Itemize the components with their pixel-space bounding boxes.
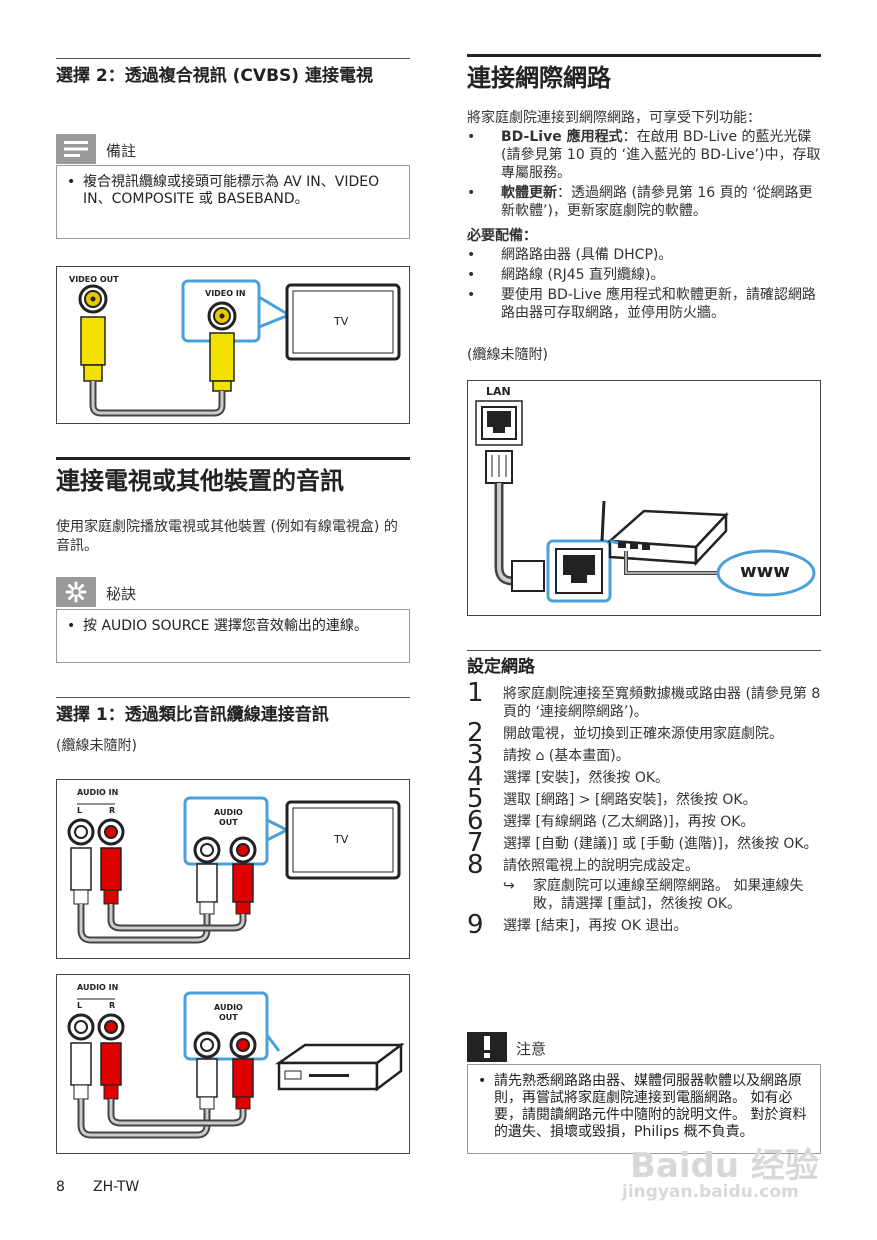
- option2-title: 選擇 2：透過複合視訊 (CVBS) 連接電視: [56, 66, 373, 86]
- step-number: 6: [467, 806, 484, 836]
- section-rule: [56, 457, 410, 460]
- step-number: 7: [467, 828, 484, 858]
- l-label: L: [77, 806, 83, 815]
- step-text: 選取 [網路] > [網路安裝]，然後按 OK。: [503, 792, 757, 808]
- feature-desc: ：在啟用 BD-Live 的藍光光碟 (請參見第 10 頁的 ‘進入藍光的 BD…: [501, 129, 821, 181]
- audio-in-label: AUDIO IN: [77, 983, 119, 992]
- step-text: 選擇 [自動 (建議)] 或 [手動 (進階)]，然後按 OK。: [503, 836, 818, 852]
- cvbs-diagram: VIDEO OUT VIDEO IN TV: [56, 266, 410, 424]
- requirement-text: 網路線 (RJ45 直列纜線)。: [501, 267, 665, 283]
- tip-box: •按 AUDIO SOURCE 選擇您音效輸出的連線。: [56, 609, 410, 663]
- tip-icon: [56, 577, 96, 607]
- www-label: www: [740, 561, 790, 582]
- feature-desc: ：透過網路 (請參見第 16 頁的 ‘從網路更新軟體’)，更新家庭劇院的軟體。: [501, 185, 813, 219]
- divider: [467, 650, 821, 651]
- step-number: 3: [467, 740, 484, 770]
- audio-device-diagram: AUDIO IN L R AUDIO OUT: [56, 974, 410, 1154]
- step-item: 2 開啟電視，並切換到正確來源使用家庭劇院。: [467, 720, 821, 746]
- step-text: 選擇 [結束]，再按 OK 退出。: [503, 918, 688, 934]
- audio-intro: 使用家庭劇院播放電視或其他裝置 (例如有線電視盒) 的音訊。: [56, 519, 398, 554]
- lan-label: LAN: [486, 385, 511, 398]
- feature-name: 軟體更新: [501, 185, 557, 201]
- feature-name: BD-Live 應用程式: [501, 129, 623, 145]
- section-rule: [467, 54, 821, 57]
- step-text: 請依照電視上的說明完成設定。: [503, 858, 699, 874]
- step-text: 選擇 [安裝]，然後按 OK。: [503, 770, 670, 786]
- l-label: L: [77, 1001, 83, 1010]
- step-item: 1 將家庭劇院連接至寬頻數據機或路由器 (請參見第 8 頁的 ‘連接網際網路’)。: [467, 680, 821, 721]
- divider: [56, 58, 410, 59]
- step-number: 2: [467, 718, 484, 748]
- list-item: •網路路由器 (具備 DHCP)。: [467, 247, 673, 263]
- step-item: 3 請按 ⌂ (基本畫面)。: [467, 742, 821, 768]
- note-text: 複合視訊纜線或接頭可能標示為 AV IN、VIDEO IN、COMPOSITE …: [83, 174, 380, 207]
- cable-note: (纜線未隨附): [467, 347, 548, 363]
- requirements-list: •網路路由器 (具備 DHCP)。 •網路線 (RJ45 直列纜線)。 •要使用…: [467, 246, 821, 324]
- audio-out-label: AUDIO: [214, 1003, 243, 1012]
- step-item: 8 請依照電視上的說明完成設定。 ↪ 家庭劇院可以連線至網際網路。 如果連線失敗，請…: [467, 852, 821, 913]
- out-label: OUT: [219, 1013, 238, 1022]
- divider: [56, 697, 410, 698]
- step-number: 1: [467, 678, 484, 708]
- result-text: 家庭劇院可以連線至網際網路。 如果連線失敗，請選擇 [重試]，然後按 OK。: [533, 878, 804, 912]
- step-item: 7 選擇 [自動 (建議)] 或 [手動 (進階)]，然後按 OK。: [467, 830, 821, 856]
- step-item: 6 選擇 [有線網路 (乙太網路)]，再按 OK。: [467, 808, 821, 834]
- audio-out-label: AUDIO: [214, 808, 243, 817]
- page-number: 8: [56, 1179, 65, 1195]
- note-icon: [56, 134, 96, 164]
- step-number: 4: [467, 762, 484, 792]
- step-item: 5 選取 [網路] > [網路安裝]，然後按 OK。: [467, 786, 821, 812]
- requirements-title: 必要配備：: [467, 228, 537, 244]
- r-label: R: [109, 806, 116, 815]
- step-number: 8: [467, 850, 484, 880]
- lan-diagram: LAN www: [467, 380, 821, 616]
- watermark-url: jingyan.baidu.com: [622, 1182, 799, 1202]
- result-arrow-icon: ↪: [503, 878, 515, 894]
- r-label: R: [109, 1001, 116, 1010]
- audio-tv-diagram: AUDIO IN L R AUDIO OUT TV: [56, 779, 410, 959]
- cable-note: (纜線未隨附): [56, 738, 137, 754]
- requirement-text: 網路路由器 (具備 DHCP)。: [501, 247, 673, 263]
- list-item: •網路線 (RJ45 直列纜線)。: [467, 267, 665, 283]
- step-number: 5: [467, 784, 484, 814]
- step-text: 請按 ⌂ (基本畫面)。: [503, 748, 630, 764]
- video-out-label: VIDEO OUT: [69, 275, 119, 284]
- list-item: •BD-Live 應用程式：在啟用 BD-Live 的藍光光碟 (請參見第 10…: [467, 129, 821, 181]
- tip-text: 按 AUDIO SOURCE 選擇您音效輸出的連線。: [83, 618, 368, 634]
- caution-text: 請先熟悉網路路由器、媒體伺服器軟體以及網路原則，再嘗試將家庭劇院連接到電腦網路。…: [494, 1073, 807, 1140]
- setup-steps: 1 將家庭劇院連接至寬頻數據機或路由器 (請參見第 8 頁的 ‘連接網際網路’)。…: [467, 680, 821, 939]
- step-result: ↪ 家庭劇院可以連線至網際網路。 如果連線失敗，請選擇 [重試]，然後按 OK。: [503, 877, 821, 913]
- note-label: 備註: [106, 142, 137, 160]
- audio-in-label: AUDIO IN: [77, 788, 119, 797]
- language-code: ZH-TW: [93, 1179, 140, 1195]
- caution-box: •請先熟悉網路路由器、媒體伺服器軟體以及網路原則，再嘗試將家庭劇院連接到電腦網路…: [467, 1064, 821, 1154]
- out-label: OUT: [219, 818, 238, 827]
- audio-section-title: 連接電視或其他裝置的音訊: [56, 467, 344, 495]
- caution-label: 注意: [516, 1040, 547, 1058]
- step-item: 4 選擇 [安裝]，然後按 OK。: [467, 764, 821, 790]
- step-text: 選擇 [有線網路 (乙太網路)]，再按 OK。: [503, 814, 755, 830]
- setup-title: 設定網路: [467, 657, 535, 677]
- step-number: 9: [467, 910, 484, 940]
- video-in-label: VIDEO IN: [205, 289, 246, 298]
- list-item: •軟體更新：透過網路 (請參見第 16 頁的 ‘從網路更新軟體’)，更新家庭劇院…: [467, 185, 813, 219]
- step-text: 開啟電視，並切換到正確來源使用家庭劇院。: [503, 726, 783, 742]
- tip-label: 秘訣: [106, 585, 137, 603]
- internet-section-title: 連接網際網路: [467, 64, 611, 92]
- watermark-logo: Baidu 经验: [630, 1146, 819, 1186]
- tv-label: TV: [334, 833, 349, 846]
- step-item: 9 選擇 [結束]，再按 OK 退出。: [467, 912, 821, 938]
- tv-label: TV: [334, 315, 349, 328]
- note-box: •複合視訊纜線或接頭可能標示為 AV IN、VIDEO IN、COMPOSITE…: [56, 165, 410, 239]
- step-text: 將家庭劇院連接至寬頻數據機或路由器 (請參見第 8 頁的 ‘連接網際網路’)。: [503, 686, 821, 720]
- option1-title: 選擇 1：透過類比音訊纜線連接音訊: [56, 705, 329, 725]
- requirement-text: 要使用 BD-Live 應用程式和軟體更新，請確認網路路由器可存取網路，並停用防…: [501, 287, 816, 321]
- internet-intro: 將家庭劇院連接到網際網路，可享受下列功能：: [467, 110, 761, 126]
- list-item: •要使用 BD-Live 應用程式和軟體更新，請確認網路路由器可存取網路，並停用…: [467, 287, 816, 321]
- caution-icon: [467, 1032, 507, 1062]
- feature-list: •BD-Live 應用程式：在啟用 BD-Live 的藍光光碟 (請參見第 10…: [467, 128, 821, 222]
